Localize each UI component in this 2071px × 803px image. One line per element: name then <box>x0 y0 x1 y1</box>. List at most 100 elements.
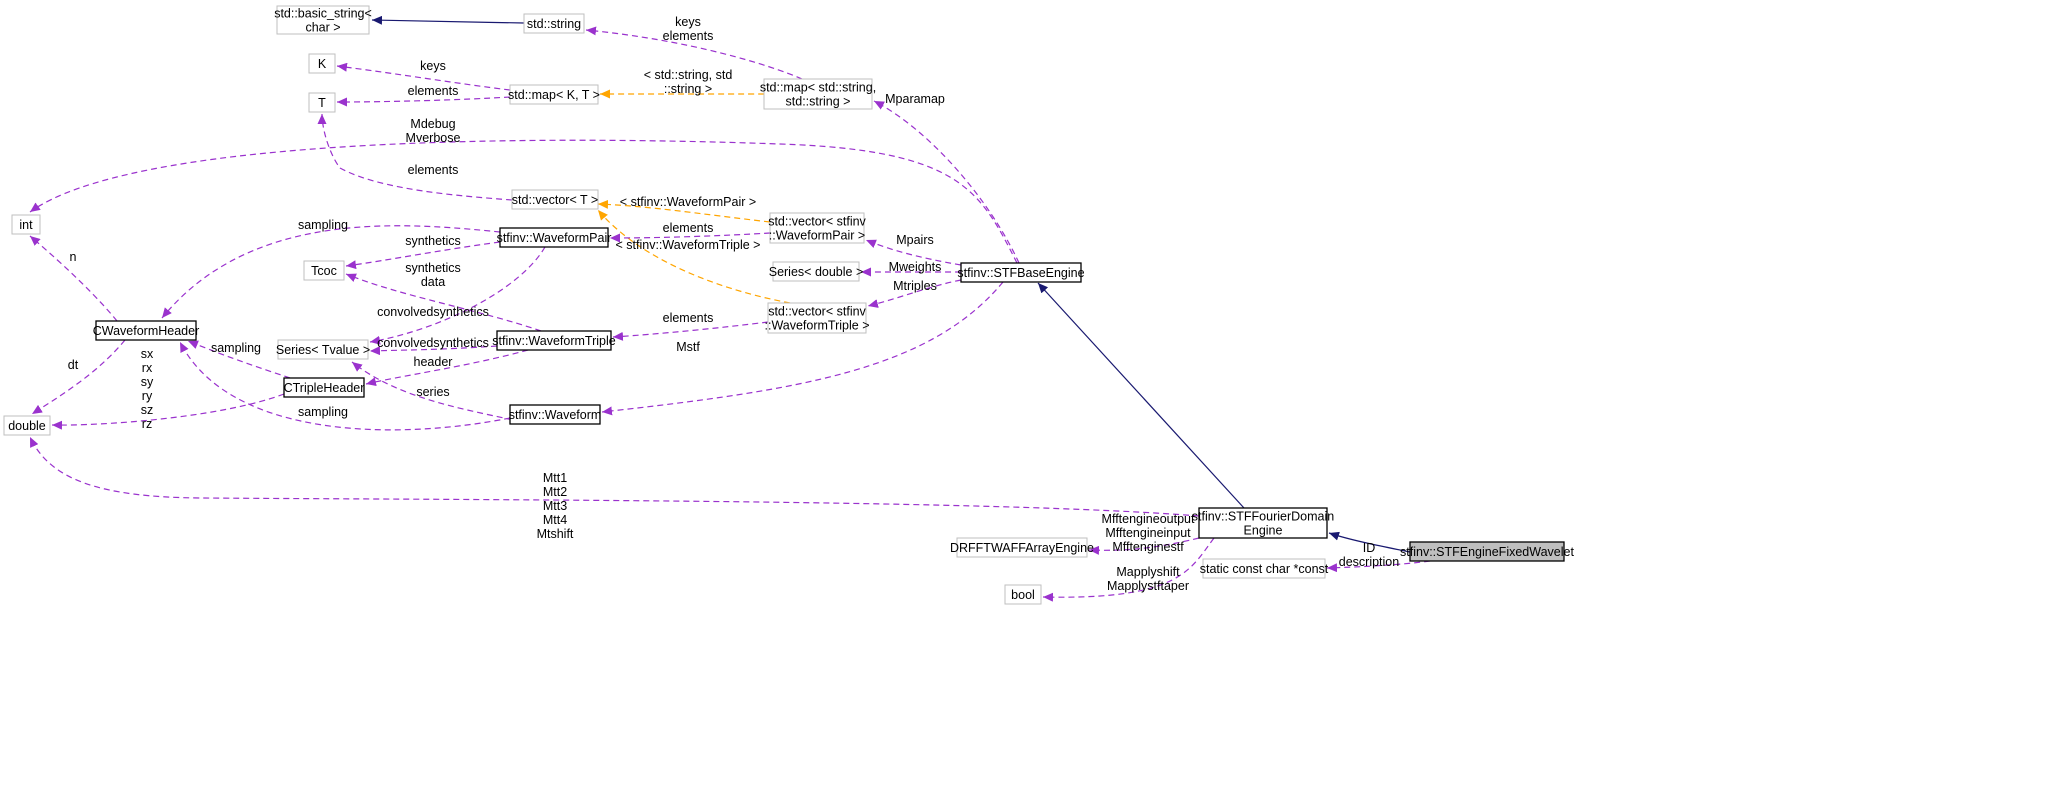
edge-label-line: synthetics <box>405 261 461 275</box>
edge-waveform_triple-to-tcoc <box>345 273 542 332</box>
node-label-line: std::vector< stfinv <box>768 305 866 319</box>
node-label: stfinv::WaveformPair <box>497 231 612 245</box>
edge-label-line: Mfftenginestf <box>1112 540 1184 554</box>
node-label-line: ::WaveformTriple > <box>765 319 870 333</box>
edge-label-ctriple_header-to-cwaveform_header: sampling <box>211 341 261 355</box>
node-waveform-triple[interactable]: stfinv::WaveformTriple <box>492 330 616 351</box>
node-cwaveform-header[interactable]: CWaveformHeader <box>93 320 200 341</box>
node-double[interactable]: double <box>3 415 51 436</box>
edge-label-line: < stfinv::WaveformTriple > <box>616 238 761 252</box>
edge-label-line: Mapplystftaper <box>1107 579 1189 593</box>
node-vector-pair[interactable]: std::vector< stfinv::WaveformPair > <box>768 212 867 244</box>
edge-label-map_KT-to-K: keys <box>420 59 446 73</box>
node-vector-triple[interactable]: std::vector< stfinv::WaveformTriple > <box>765 302 870 334</box>
node-label: std::vector< T > <box>512 193 598 207</box>
node-label: double <box>8 419 46 433</box>
edge-label-line: elements <box>663 311 714 325</box>
node-box <box>1202 558 1326 579</box>
node-box <box>95 320 197 341</box>
node-box <box>509 404 601 425</box>
node-label: K <box>318 57 327 71</box>
edge-std_string-to-basic_string <box>371 15 525 25</box>
edge-waveform_pair-to-cwaveform_header <box>161 225 501 319</box>
node-label-line: stfinv::WaveformTriple <box>492 334 615 348</box>
node-map-string[interactable]: std::map< std::string,std::string > <box>760 78 876 110</box>
edge-label-vector_pair-to-waveform_pair: elements <box>663 221 714 235</box>
node-label: stfinv::STFEngineFixedWavelet <box>1400 545 1574 559</box>
node-label: stfinv::Waveform <box>509 408 602 422</box>
node-static-char[interactable]: static const char *const <box>1200 558 1329 579</box>
node-label-line: std::vector< T > <box>512 193 598 207</box>
edge-label-line: synthetics <box>405 234 461 248</box>
node-label: DRFFTWAFFArrayEngine <box>950 541 1094 555</box>
node-label-line: K <box>318 57 327 71</box>
edge-label-map_KT-to-T: elements <box>408 84 459 98</box>
node-box <box>769 212 865 244</box>
edges-layer <box>29 15 1431 602</box>
edge-label-vector_T-to-T: elements <box>408 163 459 177</box>
edge-label-line: Mverbose <box>406 131 461 145</box>
node-drfftw[interactable]: DRFFTWAFFArrayEngine <box>950 537 1094 558</box>
edge-label-line: sz <box>141 403 154 417</box>
node-box <box>523 13 585 34</box>
node-map-KT[interactable]: std::map< K, T > <box>508 84 600 105</box>
edge-label-line: Mdebug <box>410 117 455 131</box>
edge-label-map_string-to-map_KT: < std::string, std::string > <box>644 68 733 96</box>
edge-label-line: sampling <box>298 218 348 232</box>
edge-label-line: ::string > <box>664 82 712 96</box>
node-T[interactable]: T <box>308 92 336 113</box>
node-waveform[interactable]: stfinv::Waveform <box>509 404 602 425</box>
node-fixed-wavelet[interactable]: stfinv::STFEngineFixedWavelet <box>1400 541 1574 562</box>
node-box <box>1409 541 1565 562</box>
edge-fourier_engine-to-bool <box>1042 537 1215 602</box>
edge-label-line: convolvedsynthetics <box>377 305 489 319</box>
node-K[interactable]: K <box>308 53 336 74</box>
node-vector-T[interactable]: std::vector< T > <box>511 189 599 210</box>
node-label-line: Series< Tvalue > <box>276 343 370 357</box>
node-tcoc[interactable]: Tcoc <box>303 260 345 281</box>
node-series-double[interactable]: Series< double > <box>769 261 864 282</box>
edge-label-line: series <box>416 385 449 399</box>
node-base-engine[interactable]: stfinv::STFBaseEngine <box>957 262 1085 283</box>
edge-label-line: < stfinv::WaveformPair > <box>620 195 756 209</box>
node-bool[interactable]: bool <box>1004 584 1042 605</box>
node-waveform-pair[interactable]: stfinv::WaveformPair <box>497 227 612 248</box>
edge-base_engine-to-map_string <box>873 100 1020 264</box>
edge-ctriple_header-to-cwaveform_header <box>187 340 291 379</box>
edge-label-line: Mapplyshift <box>1116 565 1180 579</box>
node-box <box>499 227 609 248</box>
node-label: std::vector< stfinv::WaveformPair > <box>768 215 866 243</box>
edge-label-line: header <box>414 355 453 369</box>
node-basic-string[interactable]: std::basic_string<char > <box>274 5 372 35</box>
edge-label-line: rx <box>142 361 153 375</box>
node-label-line: stfinv::STFFourierDomain <box>1192 510 1334 524</box>
edge-base_engine-to-vector_pair <box>865 239 962 266</box>
edge-label-line: elements <box>663 29 714 43</box>
node-label-line: double <box>8 419 46 433</box>
node-label-line: bool <box>1011 588 1035 602</box>
node-label: Tcoc <box>311 264 337 278</box>
edge-label-base_engine-to-vector_triple: Mtriples <box>893 279 937 293</box>
node-std-string[interactable]: std::string <box>523 13 585 34</box>
node-ctriple-header[interactable]: CTripleHeader <box>283 377 365 398</box>
edge-base_engine-to-waveform <box>601 281 1004 416</box>
edge-label-line: description <box>1339 555 1399 569</box>
node-series-tvalue[interactable]: Series< Tvalue > <box>276 339 370 360</box>
edge-cwaveform_header-to-double <box>31 339 126 415</box>
edge-label-line: dt <box>68 358 79 372</box>
node-int[interactable]: int <box>11 214 41 235</box>
edge-label-line: sampling <box>298 405 348 419</box>
edge-fourier_engine-to-double <box>29 436 1200 517</box>
node-label-line: static const char *const <box>1200 562 1329 576</box>
edge-ctriple_header-to-double <box>51 393 285 430</box>
node-box <box>763 78 873 110</box>
edge-waveform_pair-to-tcoc <box>345 241 501 270</box>
node-box <box>3 415 51 436</box>
node-label-line: stfinv::Waveform <box>509 408 602 422</box>
